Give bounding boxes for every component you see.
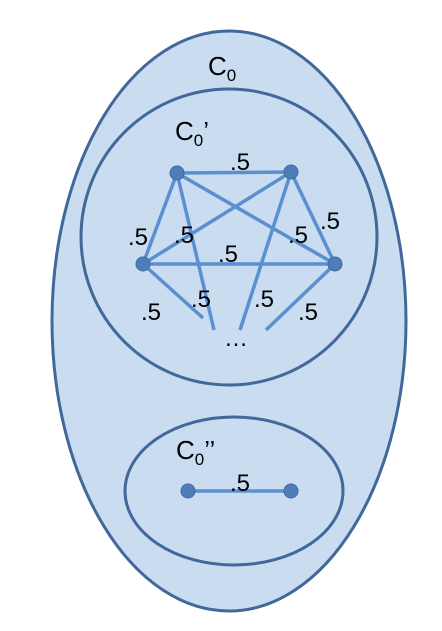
outer-set-label: C0 <box>208 51 236 85</box>
ellipsis-more-nodes: … <box>224 325 248 352</box>
edge-weight: .5 <box>230 149 250 176</box>
edge-weight: .5 <box>128 224 148 251</box>
graph-edge <box>142 170 292 266</box>
edge-weight: .5 <box>218 241 238 268</box>
graph-edge <box>175 172 216 331</box>
edge-weight: .5 <box>174 222 194 249</box>
graph-edge <box>141 262 205 320</box>
edge-weight: .5 <box>254 286 274 313</box>
graph-node <box>180 483 196 499</box>
graph-edge <box>176 170 292 175</box>
graph-node <box>283 164 299 180</box>
upper-subset-label: C0’ <box>175 116 209 150</box>
edge-weight: .5 <box>288 222 308 249</box>
lower-subset-label: C0’’ <box>176 435 215 469</box>
edge-weight: .5 <box>141 299 161 326</box>
edge-weight: .5 <box>191 286 211 313</box>
graph-node <box>283 483 299 499</box>
graph-edge <box>141 172 179 265</box>
graph-node <box>135 256 151 272</box>
graph-nodes <box>135 164 343 272</box>
graph-edge <box>264 262 337 332</box>
edge-weight: .5 <box>230 470 250 497</box>
edge-weight: .5 <box>298 299 318 326</box>
graph-edge <box>176 171 336 266</box>
graph-node <box>327 256 343 272</box>
edge-weight-labels: .5 .5 .5 .5 .5 .5 .5 .5 .5 .5 <box>128 149 340 326</box>
graph-node <box>169 165 185 181</box>
edge-weight: .5 <box>320 208 340 235</box>
graph-edge <box>238 171 293 331</box>
graph-edge <box>289 171 337 265</box>
complete-graph-edges <box>141 170 337 332</box>
upper-subset-c0-prime <box>79 87 379 387</box>
